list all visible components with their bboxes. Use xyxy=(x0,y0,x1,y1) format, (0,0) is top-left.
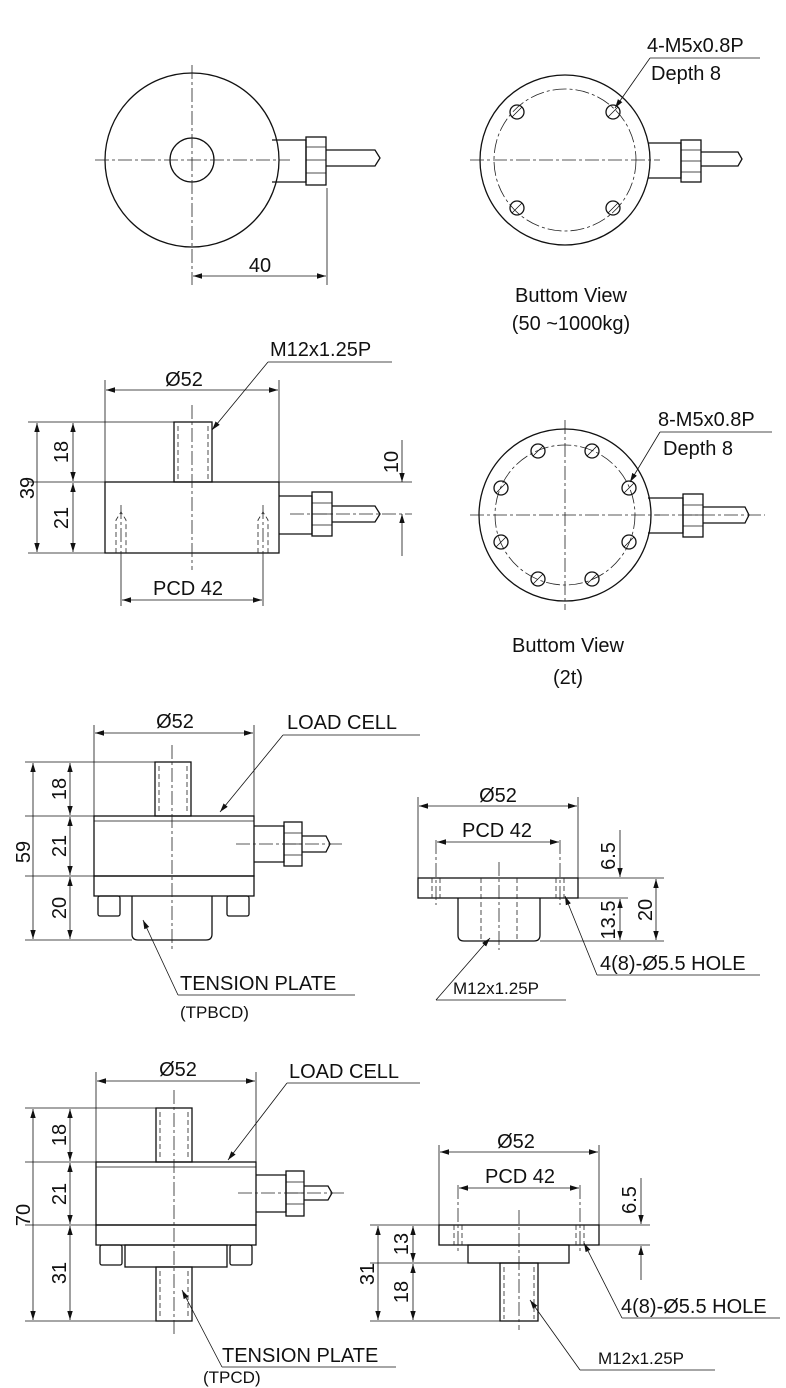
bottom-view-1-range: (50 ~1000kg) xyxy=(512,313,630,335)
plate-tpcd-pcd: PCD 42 xyxy=(485,1166,555,1188)
side-view-height-18: 18 xyxy=(51,441,73,463)
assembly-tpcd-height-21: 21 xyxy=(49,1183,71,1205)
side-view-pcd: PCD 42 xyxy=(153,578,223,600)
plate-tpcd-flange-13: 13 xyxy=(391,1233,413,1255)
plate-tpcd: Ø52 PCD 42 6.5 31 13 18 4(8)-Ø5.5 HOLE M… xyxy=(357,1131,780,1371)
bottom-view-1-depth-note: Depth 8 xyxy=(651,63,721,85)
bolt-hole xyxy=(584,571,600,587)
bottom-view-2: 8-M5x0.8P Depth 8 Buttom View (2t) xyxy=(470,409,772,689)
bolt-hole xyxy=(530,571,546,587)
assembly-tpbcd-diameter: Ø52 xyxy=(156,711,194,733)
bolt-hole xyxy=(493,480,509,496)
assembly-tpcd-height-31: 31 xyxy=(49,1262,71,1284)
plate-tpcd-diameter: Ø52 xyxy=(497,1131,535,1153)
assembly-tpcd-plate-model: (TPCD) xyxy=(203,1368,261,1387)
bolt-hole xyxy=(605,200,621,216)
assembly-tpbcd-plate-model: (TPBCD) xyxy=(180,1003,249,1022)
plate-tpcd-thread: M12x1.25P xyxy=(598,1349,684,1368)
side-view-height-21: 21 xyxy=(51,507,73,529)
assembly-tpbcd: Ø52 LOAD CELL 59 18 21 20 TENSION PLATE … xyxy=(13,711,420,1022)
plate-tpbcd-total-20: 20 xyxy=(635,899,657,921)
side-view: Ø52 M12x1.25P 39 18 21 10 PCD 42 xyxy=(17,339,412,606)
plate-tpbcd-thread: M12x1.25P xyxy=(453,979,539,998)
assembly-tpcd-diameter: Ø52 xyxy=(159,1059,197,1081)
bolt-hole xyxy=(584,443,600,459)
side-view-diameter: Ø52 xyxy=(165,369,203,391)
bottom-view-2-capacity: (2t) xyxy=(553,667,583,689)
bolt-hole xyxy=(530,443,546,459)
side-view-cable-offset: 10 xyxy=(381,451,403,473)
plate-tpcd-stud-18: 18 xyxy=(391,1281,413,1303)
bolt-hole xyxy=(621,480,637,496)
dim-40-label: 40 xyxy=(249,255,271,277)
bolt-hole xyxy=(605,104,621,120)
bottom-view-2-depth-note: Depth 8 xyxy=(663,438,733,460)
assembly-tpcd-height-70: 70 xyxy=(13,1204,35,1226)
bottom-view-2-caption: Buttom View xyxy=(512,635,624,657)
plate-tpcd-hole-note: 4(8)-Ø5.5 HOLE xyxy=(621,1296,767,1318)
assembly-tpbcd-height-20: 20 xyxy=(49,897,71,919)
bolt-hole xyxy=(509,200,525,216)
assembly-tpcd-height-18: 18 xyxy=(49,1124,71,1146)
plate-tpcd-flange-6-5: 6.5 xyxy=(619,1186,641,1214)
bottom-view-2-thread-note: 8-M5x0.8P xyxy=(658,409,755,431)
assembly-tpcd-plate-label: TENSION PLATE xyxy=(222,1345,378,1367)
assembly-tpcd-load-cell: LOAD CELL xyxy=(289,1061,399,1083)
bolt-hole xyxy=(621,534,637,550)
plate-tpbcd: Ø52 PCD 42 6.5 13.5 20 4(8)-Ø5.5 HOLE M1… xyxy=(417,785,760,1001)
plate-tpbcd-hub-13-5: 13.5 xyxy=(598,901,620,940)
bottom-view-1: 4-M5x0.8P Depth 8 Buttom View (50 ~1000k… xyxy=(470,35,760,335)
plate-tpbcd-hole-note: 4(8)-Ø5.5 HOLE xyxy=(600,953,746,975)
bolt-hole xyxy=(493,534,509,550)
bolt-hole xyxy=(509,104,525,120)
side-view-height-39: 39 xyxy=(17,477,39,499)
assembly-tpbcd-height-59: 59 xyxy=(13,841,35,863)
plate-tpbcd-pcd: PCD 42 xyxy=(462,820,532,842)
assembly-tpbcd-load-cell: LOAD CELL xyxy=(287,712,397,734)
assembly-tpcd: Ø52 LOAD CELL 70 18 21 31 TENSION PLATE … xyxy=(13,1059,420,1387)
assembly-tpbcd-height-18: 18 xyxy=(49,778,71,800)
bottom-view-1-thread-note: 4-M5x0.8P xyxy=(647,35,744,57)
top-view: 40 xyxy=(95,65,381,285)
assembly-tpbcd-height-21: 21 xyxy=(49,835,71,857)
side-view-thread: M12x1.25P xyxy=(270,339,371,361)
plate-tpbcd-diameter: Ø52 xyxy=(479,785,517,807)
bottom-view-1-caption: Buttom View xyxy=(515,285,627,307)
plate-tpbcd-flange-6-5: 6.5 xyxy=(598,842,620,870)
assembly-tpbcd-plate-label: TENSION PLATE xyxy=(180,973,336,995)
plate-tpcd-total-31: 31 xyxy=(357,1263,379,1285)
